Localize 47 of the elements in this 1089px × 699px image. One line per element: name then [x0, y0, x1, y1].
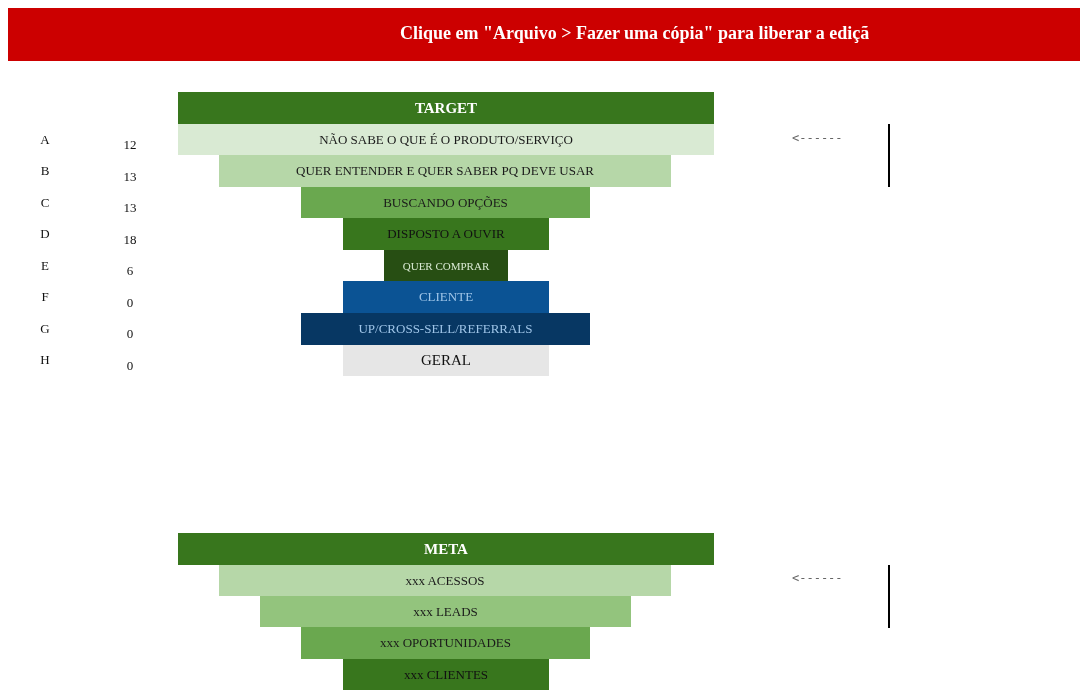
stage-label: xxx OPORTUNIDADES [380, 635, 511, 651]
funnel-stage-bar [301, 187, 590, 218]
funnel-title: META [424, 540, 468, 558]
funnel-stage-bar [219, 155, 671, 187]
funnel-stage-bar [343, 218, 549, 250]
stage-label: xxx ACESSOS [405, 572, 485, 589]
funnel-title: TARGET [414, 99, 478, 117]
funnel-stage-bar [301, 627, 590, 659]
stage-label: NÃO SABE O QUE É O PRODUTO/SERVIÇO [319, 131, 573, 148]
stage-label: GERAL [421, 352, 471, 369]
notice-text: Clique em "Arquivo > Fazer uma cópia" para liberar a ediçã [400, 23, 870, 44]
stage-label: BUSCANDO OPÇÕES [383, 194, 508, 211]
funnel-stage-bar [343, 281, 549, 313]
row-letter: H [40, 352, 50, 368]
funnel-header-bar [178, 92, 714, 124]
stage-label: DISPOSTO A OUVIR [387, 226, 505, 242]
stage-label: QUER ENTENDER E QUER SABER PQ DEVE USAR [296, 163, 594, 179]
funnel-stage-bar [219, 565, 671, 596]
row-letter: B [40, 163, 50, 179]
funnel-stage-bar [343, 345, 549, 376]
row-letter: G [40, 321, 50, 337]
funnel-stage-bar [343, 659, 549, 690]
funnel-stage-bar [178, 124, 714, 155]
row-count: 0 [126, 295, 134, 311]
funnel-stage-bar [301, 313, 590, 345]
row-letter: C [40, 195, 50, 211]
pointer-text: <------ [792, 571, 843, 585]
row-count: 13 [123, 169, 137, 185]
row-letter: F [41, 289, 49, 305]
row-count: 12 [123, 137, 137, 153]
row-count: 13 [123, 200, 137, 216]
stage-label: UP/CROSS-SELL/REFERRALS [358, 321, 533, 337]
row-count: 18 [123, 232, 137, 248]
row-count: 6 [126, 263, 134, 279]
row-count: 0 [126, 358, 134, 374]
stage-label: xxx LEADS [413, 603, 478, 620]
row-letter: D [40, 226, 50, 242]
row-count: 0 [126, 326, 134, 342]
funnel-header-bar [178, 533, 714, 565]
stage-label: xxx CLIENTES [403, 666, 489, 683]
stage-label: CLIENTE [418, 289, 474, 305]
row-letter: E [41, 258, 49, 274]
pointer-text: <------ [792, 131, 843, 145]
row-letter: A [40, 132, 50, 148]
stage-label: QUER COMPRAR [402, 259, 490, 272]
funnel-stage-bar [384, 250, 508, 281]
funnel-stage-bar [260, 596, 631, 627]
